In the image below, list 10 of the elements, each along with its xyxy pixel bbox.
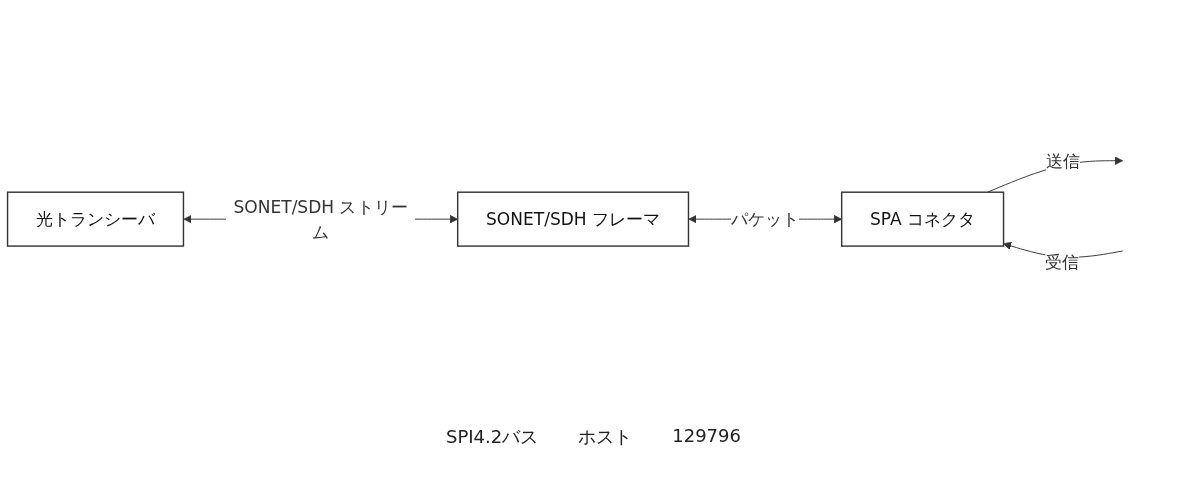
edge-label: SONET/SDH ストリーム [233,196,408,242]
node-box: SPA コネクタ [840,191,1005,247]
note-label: SPI4.2バス [446,425,539,449]
node-box: 光トランシーバ [6,191,185,247]
note-label: 129796 [672,425,741,448]
node-box: SONET/SDH フレーマ [457,191,690,247]
edge-label: パケット [731,208,800,229]
edge-label: 受信 [1045,251,1080,271]
edge-label: 送信 [1046,150,1081,171]
note-label: ホスト [578,425,633,449]
